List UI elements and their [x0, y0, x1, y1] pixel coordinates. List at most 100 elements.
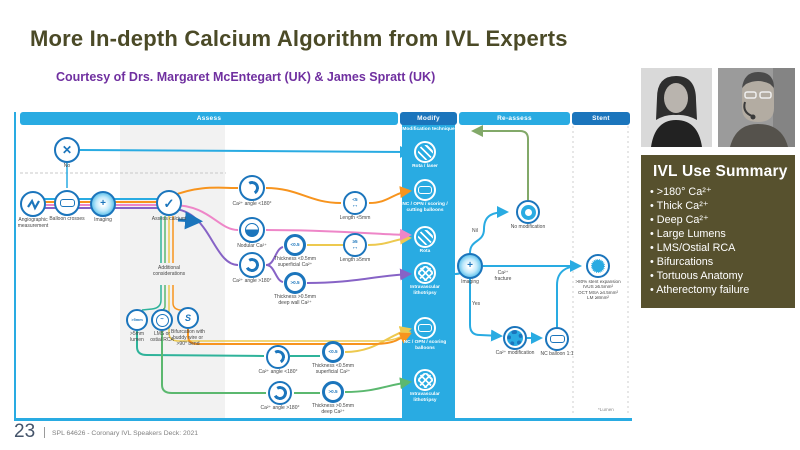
- ring-icon: [507, 330, 523, 346]
- ring-icon: [520, 204, 536, 220]
- checker-icon: [417, 372, 433, 388]
- node-scoring-balloons: NC / OPN / scoring balloons: [400, 317, 450, 351]
- portrait-man: [718, 68, 795, 147]
- lumen-inner-text: >5mm: [131, 317, 143, 323]
- additional-considerations-label: Additional considerations: [152, 265, 186, 277]
- photo-mcentegart: [641, 68, 712, 147]
- thickness-inner-text: <0.5: [328, 348, 338, 354]
- node-label: Balloon crosses: [49, 216, 85, 222]
- node-label: NC / OPN / scoring balloons: [403, 340, 447, 351]
- node-ivl-lower: Intravascular lithotripsy: [400, 369, 450, 403]
- check-glyph: ✓: [163, 195, 175, 211]
- node-label: Thickness >0.5mm deep wall Ca²⁺: [273, 294, 317, 306]
- half-moon-icon: [245, 223, 259, 237]
- node-reassess-imaging: + Imaging: [447, 253, 493, 286]
- node-thickness-superficial-lower: <0.5 Thickness <0.5mm superficial Ca²⁺: [310, 341, 356, 376]
- balloon-pill-icon: [418, 324, 432, 332]
- yes-branch-label: Yes: [472, 301, 481, 307]
- balloon-icon: [414, 317, 436, 339]
- double-arrow-icon: ↔: [351, 201, 359, 209]
- node-length-ge5: ≥5↔ Length ≥5mm: [332, 233, 378, 264]
- node-bifurcation: S Bifurcation with buddy wire or >90° be…: [170, 307, 206, 347]
- x-icon: ✕: [54, 137, 80, 163]
- node-imaging: + Imaging: [80, 191, 126, 224]
- summary-bullet: Atherectomy failure: [650, 283, 788, 297]
- check-icon: ✓: [156, 190, 182, 216]
- length-icon: <5↔: [343, 191, 367, 215]
- summary-bullet: Large Lumens: [650, 227, 788, 241]
- thickness-icon: <0.5: [322, 341, 344, 363]
- s-curve-icon: S: [184, 312, 191, 323]
- arc-gt180-icon: [243, 256, 261, 274]
- vessel-ring-icon: ~: [155, 313, 169, 327]
- arc-lt180-icon: [243, 179, 261, 197]
- node-label: Rota / laser: [412, 164, 438, 169]
- length-inner-text: ≥5: [352, 238, 358, 244]
- page-title: More In-depth Calcium Algorithm from IVL…: [30, 26, 568, 51]
- node-label: Intravascular lithotripsy: [410, 285, 440, 296]
- column-header-reassess: Re-assess: [459, 112, 570, 125]
- footer-divider: [44, 427, 45, 438]
- column-header-stent: Stent: [572, 112, 630, 125]
- node-label: >5mm lumen: [129, 331, 145, 343]
- lumen-footnote: *Lumen: [598, 407, 614, 412]
- stent-ring-icon: [586, 254, 610, 278]
- node-thickness-deep: >0.5 Thickness >0.5mm deep wall Ca²⁺: [272, 272, 318, 307]
- lithotripsy-icon: [414, 369, 436, 391]
- summary-bullet: Thick Ca²⁺: [650, 199, 788, 213]
- node-label: No: [63, 163, 71, 169]
- arc-lt180-icon: [269, 348, 287, 366]
- arc-icon: [239, 175, 265, 201]
- nodular-icon: [239, 217, 265, 243]
- column-header-assess: Assess: [20, 112, 398, 125]
- stripes-icon: [417, 144, 433, 160]
- summary-bullet: Tortuous Anatomy: [650, 269, 788, 283]
- node-length-lt5: <5↔ Length <5mm: [332, 191, 378, 222]
- node-angiographic-measurement: Angiographic measurement: [10, 191, 56, 230]
- portrait-woman: [641, 68, 712, 147]
- node-ca-modification: Ca²⁺ modification: [492, 326, 538, 357]
- node-label: Ca²⁺ modification: [495, 350, 535, 356]
- node-no-modification: No modification: [505, 200, 551, 231]
- thickness-inner-text: >0.5: [328, 388, 338, 394]
- node-label: Assess calcium: [151, 216, 187, 222]
- node-label: No modification: [510, 224, 546, 230]
- node-label: Ca²⁺ angle <180°: [232, 201, 272, 207]
- lumen-icon: >5mm: [126, 309, 148, 331]
- node-label: LMS or ostial RCA: [150, 331, 174, 343]
- node-label: Length <5mm: [339, 215, 371, 221]
- node-assess-calcium: ✓ Assess calcium: [146, 190, 192, 223]
- algorithm-flowchart: Assess Modify Re-assess Stent Modificati…: [14, 108, 632, 424]
- balloon-icon: [545, 327, 569, 351]
- node-balloon-crosses: Balloon crosses: [44, 190, 90, 223]
- photo-spratt: [718, 68, 795, 147]
- length-inner-text: <5: [352, 196, 358, 202]
- checker-icon: [417, 265, 433, 281]
- node-label: Nodular Ca²⁺: [237, 243, 267, 249]
- column-header-modify: Modify: [400, 112, 457, 125]
- flow-bottom-border: [14, 418, 632, 421]
- node-rota-laser: Rota / laser: [400, 141, 450, 170]
- rota-icon: [414, 141, 436, 163]
- stent-criterion: >80% stent expansion: [575, 279, 621, 284]
- stent-criteria: >80% stent expansion IVUS ≥5.5mm² OCT MS…: [566, 279, 630, 300]
- arc-icon: [266, 345, 290, 369]
- summary-bullet: LMS/Ostial RCA: [650, 241, 788, 255]
- node-label: NC / OPN / scoring / cutting balloons: [402, 202, 448, 213]
- node-label: Thickness <0.5mm superficial Ca²⁺: [273, 256, 317, 268]
- angiogram-icon: [20, 191, 46, 217]
- dotted-ring-icon: [591, 259, 605, 273]
- double-arrow-icon: ↔: [351, 243, 359, 251]
- arc-icon: [239, 252, 265, 278]
- node-label: Length ≥5mm: [339, 257, 371, 263]
- node-ca-angle-gt180-lower: Ca²⁺ angle >180°: [257, 381, 303, 412]
- node-nc-balloon: NC balloon 1:1: [534, 327, 580, 358]
- node-label: Bifurcation with buddy wire or >90° bend: [171, 329, 205, 347]
- thickness-icon: >0.5: [322, 381, 344, 403]
- stent-criterion: LM ≥8mm²: [587, 294, 609, 300]
- nil-branch-label: Nil: [472, 228, 478, 234]
- balloon-pill-icon: [59, 199, 75, 207]
- thickness-inner-text: <0.5: [290, 241, 300, 247]
- node-balloon-no-cross: ✕ No: [44, 137, 90, 170]
